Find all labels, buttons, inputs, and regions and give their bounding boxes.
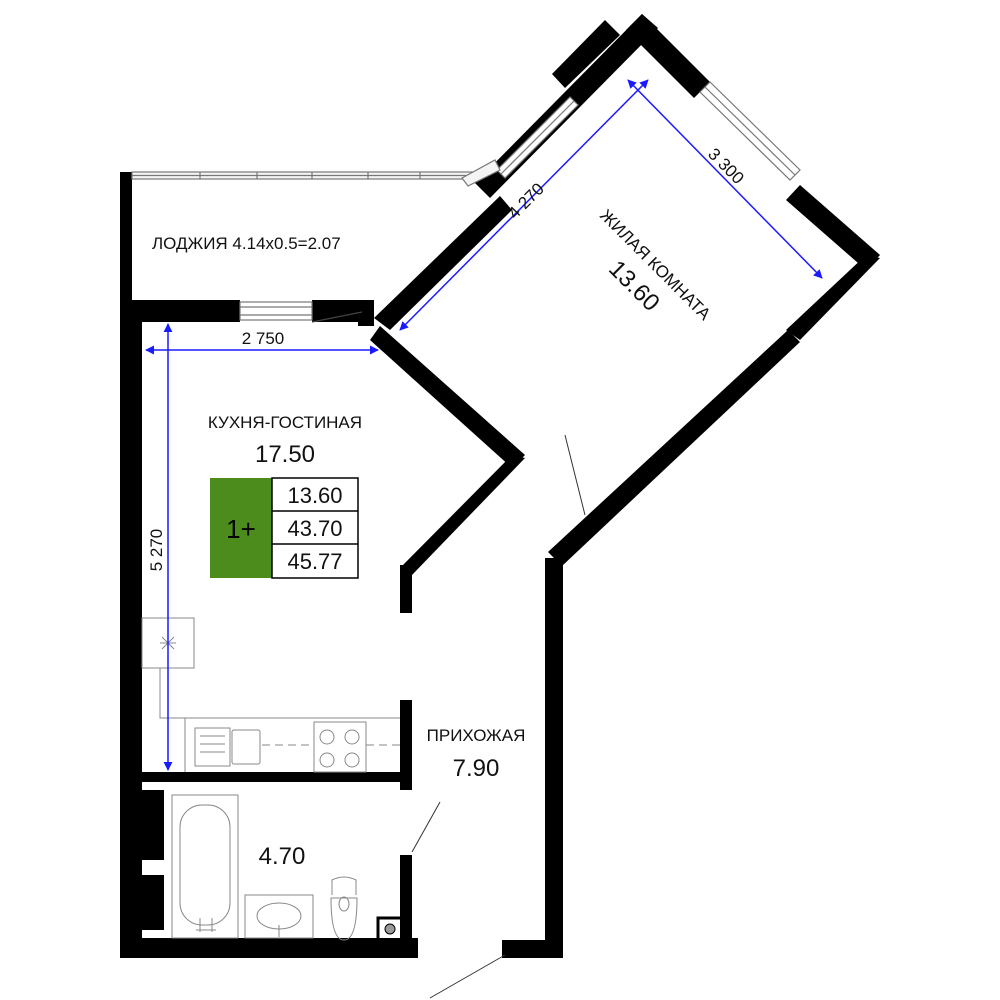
bathroom-shaft-2 — [142, 875, 164, 930]
kitchen-name: КУХНЯ-ГОСТИНАЯ — [208, 413, 362, 432]
kitchen-partition-diagonal — [370, 326, 525, 468]
stove-burner-2 — [344, 729, 360, 745]
stove-burner-4 — [344, 752, 360, 768]
bathtub — [171, 794, 239, 939]
living-room-door — [564, 434, 586, 516]
living-room-lower-wall — [374, 196, 512, 330]
stove-burner-1 — [319, 729, 335, 745]
living-room-upper-wall-right — [626, 14, 710, 98]
entrance-wall-stub — [502, 940, 562, 958]
stove — [313, 721, 367, 773]
bathroom-top-wall — [142, 772, 412, 782]
kitchen-partition-stub — [400, 565, 412, 613]
stove-burner-3 — [319, 752, 335, 768]
apartment-type: 1+ — [226, 514, 256, 544]
bathtub-inner — [179, 804, 231, 926]
living-width-dimension: 3 300 — [704, 144, 748, 188]
bathroom-fixtures — [171, 794, 404, 942]
apartment-type-badge — [210, 478, 272, 578]
summary-total-area: 43.70 — [287, 516, 342, 541]
living-room-label: ЖИЛАЯ КОМНАТА 13.60 — [596, 206, 715, 325]
balcony-door-leaf — [311, 311, 363, 323]
entrance-door — [429, 954, 506, 999]
living-length-dimension-line — [399, 79, 649, 331]
hallway-right-diagonal-wall — [548, 330, 800, 566]
bottom-wall — [120, 938, 418, 958]
left-outer-wall — [120, 300, 142, 958]
utility-shaft-pipe — [384, 923, 396, 935]
kitchen-sink-basin — [231, 729, 261, 765]
kitchen-counter — [142, 667, 400, 719]
balcony-door-jamb — [358, 300, 374, 326]
toilet-icon — [330, 876, 358, 941]
kitchen-top-wall-right — [312, 300, 358, 322]
loggia-left-wall — [120, 172, 132, 300]
bathroom-shaft-1 — [142, 790, 164, 860]
bathroom-area: 4.70 — [259, 843, 306, 870]
dimension-lines — [145, 79, 823, 771]
bathtub-faucet-icon — [196, 918, 216, 932]
kitchen-hallway-partition — [400, 700, 412, 790]
utility-shaft — [376, 916, 404, 942]
living-room-right-wall — [786, 255, 880, 340]
area-summary-table: 1+ 13.60 43.70 45.77 — [210, 477, 359, 579]
kitchen-sink — [194, 727, 231, 767]
living-length-dimension: 4 270 — [504, 179, 548, 223]
living-room-window-jamb-left — [552, 20, 620, 88]
living-width-dimension-line — [627, 79, 823, 279]
kitchen-width-dimension: 2 750 — [242, 329, 285, 348]
door-swings — [411, 434, 586, 999]
kitchen-area: 17.50 — [255, 441, 315, 468]
hallway-area: 7.90 — [453, 755, 500, 782]
kitchen-partition-lower — [400, 455, 525, 575]
summary-living-area: 13.60 — [287, 483, 342, 508]
hallway-right-wall — [545, 558, 563, 958]
kitchen-length-dimension: 5 270 — [147, 529, 166, 572]
washbasin — [244, 894, 314, 939]
windows — [131, 81, 801, 323]
loggia-label: ЛОДЖИЯ 4.14x0.5=2.07 — [152, 234, 341, 253]
bathroom-door — [411, 801, 441, 853]
summary-total-with-loggia: 45.77 — [287, 549, 342, 574]
kitchen-window — [239, 301, 313, 321]
kitchen-top-wall-left — [120, 300, 240, 322]
hallway-name: ПРИХОЖАЯ — [427, 726, 526, 745]
kitchen-furniture — [141, 617, 400, 773]
